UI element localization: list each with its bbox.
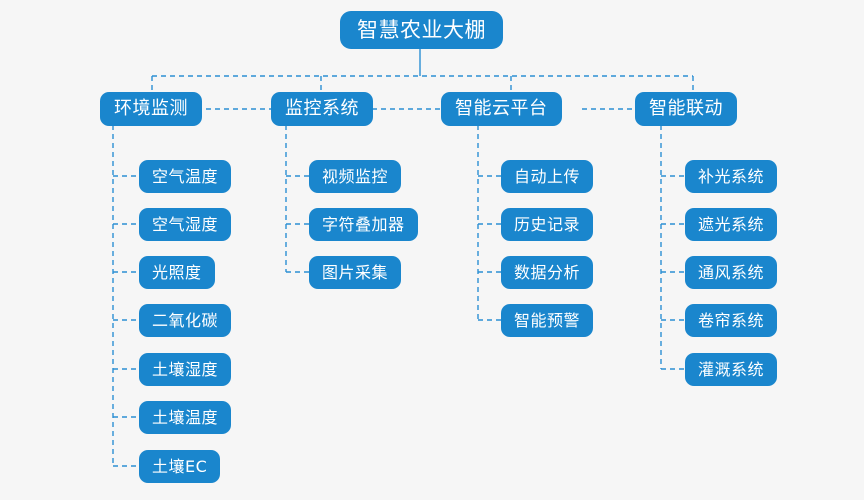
node-leaf-supplemental-lighting[interactable]: 补光系统 <box>685 160 778 193</box>
node-leaf-image-capture[interactable]: 图片采集 <box>309 256 402 289</box>
node-leaf-data-analysis[interactable]: 数据分析 <box>501 256 594 289</box>
node-leaf-illuminance[interactable]: 光照度 <box>139 256 215 289</box>
node-branch-smart-linkage[interactable]: 智能联动 <box>635 92 737 126</box>
node-leaf-soil-ec[interactable]: 土壤EC <box>139 450 221 483</box>
node-leaf-soil-temperature[interactable]: 土壤温度 <box>139 401 232 434</box>
node-leaf-rolling-curtain-system[interactable]: 卷帘系统 <box>685 304 778 337</box>
node-leaf-history-records[interactable]: 历史记录 <box>501 208 594 241</box>
node-branch-surveillance-system[interactable]: 监控系统 <box>271 92 373 126</box>
node-leaf-video-surveillance[interactable]: 视频监控 <box>309 160 402 193</box>
node-leaf-auto-upload[interactable]: 自动上传 <box>501 160 594 193</box>
node-leaf-shading-system[interactable]: 遮光系统 <box>685 208 778 241</box>
node-leaf-ventilation-system[interactable]: 通风系统 <box>685 256 778 289</box>
node-leaf-character-overlay[interactable]: 字符叠加器 <box>309 208 418 241</box>
node-branch-environment-monitoring[interactable]: 环境监测 <box>100 92 202 126</box>
node-leaf-soil-humidity[interactable]: 土壤湿度 <box>139 353 232 386</box>
node-root[interactable]: 智慧农业大棚 <box>340 11 503 49</box>
node-leaf-irrigation-system[interactable]: 灌溉系统 <box>685 353 778 386</box>
node-leaf-air-temperature[interactable]: 空气温度 <box>139 160 232 193</box>
node-leaf-carbon-dioxide[interactable]: 二氧化碳 <box>139 304 232 337</box>
node-branch-cloud-platform[interactable]: 智能云平台 <box>441 92 562 126</box>
node-leaf-smart-alert[interactable]: 智能预警 <box>501 304 594 337</box>
node-leaf-air-humidity[interactable]: 空气湿度 <box>139 208 232 241</box>
